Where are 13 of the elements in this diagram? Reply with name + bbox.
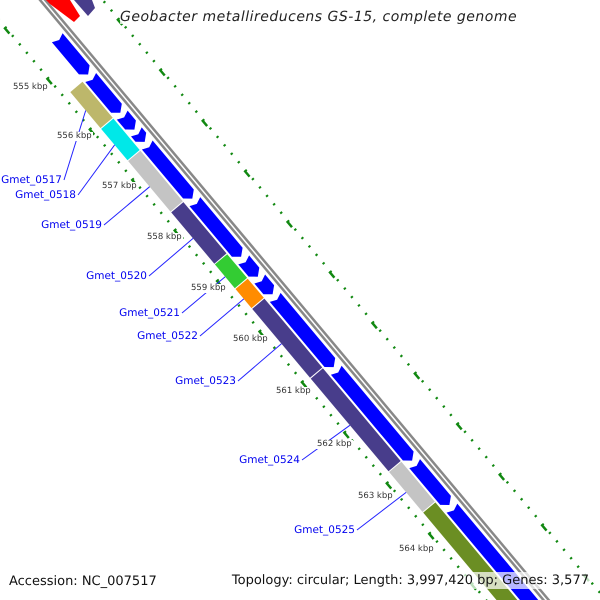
scale-label: 564 kbp	[398, 545, 435, 554]
scale-label: 557 kbp	[101, 182, 138, 190]
scale-label: 563 kbp	[357, 492, 394, 500]
scale-label: 558 kbp	[146, 233, 183, 242]
genome-info-text: Topology: circular; Length: 3,997,420 bp; Genes: 3,577	[230, 572, 591, 589]
map-title: Geobacter metallireducens GS-15, complete genome	[120, 10, 518, 24]
scale-label: 559 kbp	[190, 284, 227, 292]
scale-label: 560 kbp	[232, 335, 269, 344]
scale-label: 561 kbp	[275, 387, 312, 396]
scale-label: 555 kbp	[12, 83, 49, 92]
scale-label: 562 kbp	[316, 440, 353, 448]
scale-label: 556 kbp	[56, 132, 93, 140]
accession-text: Accession: NC_007517	[9, 575, 157, 588]
